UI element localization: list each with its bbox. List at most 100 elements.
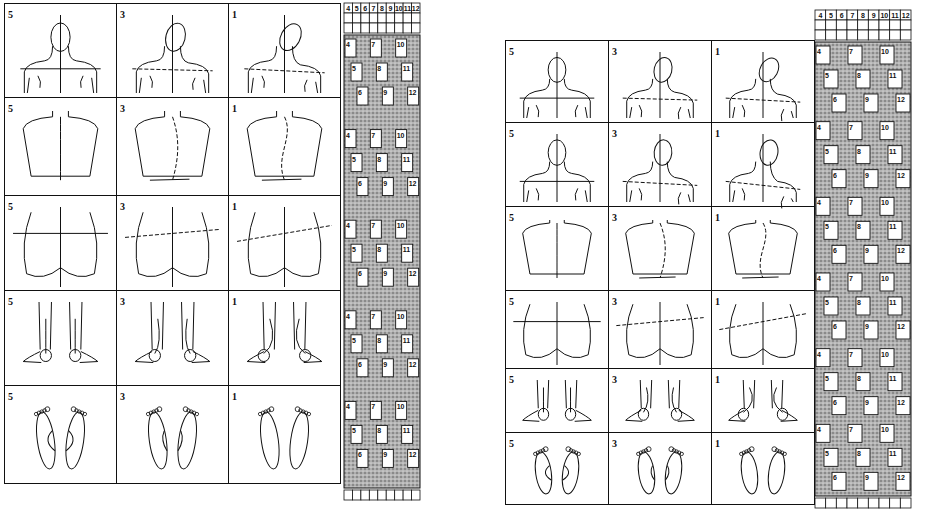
strip-cell	[900, 20, 911, 30]
scale-number: 9	[865, 473, 869, 482]
figure	[532, 446, 582, 494]
strip-cell	[352, 3, 360, 13]
tally-box	[382, 359, 393, 377]
scale-number: 4	[817, 425, 821, 434]
rating-cell: 1	[228, 385, 341, 484]
heel-outline	[738, 408, 748, 420]
strip-cell	[403, 490, 411, 500]
score-number: 1	[229, 390, 237, 402]
score-number: 3	[609, 127, 617, 139]
rating-cell: 5	[4, 3, 117, 98]
posture-figures	[13, 15, 807, 495]
scale-number: 6	[358, 179, 362, 188]
level-line	[623, 181, 698, 185]
toe-outline	[195, 412, 199, 416]
strip-cell	[900, 498, 911, 508]
scale-number: 6	[836, 11, 847, 20]
score-number: 1	[712, 295, 720, 307]
rating-cell: 3	[116, 97, 229, 196]
leg-outline	[640, 380, 651, 408]
scale-number: 7	[371, 312, 375, 321]
tally-box	[816, 122, 830, 140]
head-outline	[651, 56, 674, 84]
tally-box	[351, 154, 362, 172]
strip-cell	[369, 13, 377, 23]
scale-number: 8	[857, 147, 861, 156]
score-number: 3	[117, 102, 125, 114]
heel-outline	[149, 350, 160, 362]
plumb-line	[660, 302, 661, 365]
score-number: 1	[712, 45, 720, 57]
tally-box	[402, 335, 413, 353]
score-number: 5	[506, 211, 514, 223]
strip-cell	[378, 13, 386, 23]
strip-cell	[369, 23, 377, 33]
plumb-line	[660, 52, 661, 118]
tally-box	[824, 70, 838, 88]
score-number: 5	[506, 373, 514, 385]
scapula-line	[262, 76, 307, 92]
scale-number: 7	[371, 131, 375, 140]
tally-box	[370, 401, 381, 419]
torso-outline	[626, 220, 695, 274]
scale-number: 11	[403, 245, 410, 254]
score-number: 3	[609, 373, 617, 385]
tally-box	[848, 122, 862, 140]
rating-cell: 5	[505, 122, 609, 207]
tally-box	[856, 448, 870, 466]
arm-line	[527, 107, 588, 118]
achilles-line	[296, 319, 305, 354]
tally-box	[888, 221, 902, 239]
scale-number: 4	[817, 350, 821, 359]
rating-cell: 5	[4, 385, 117, 484]
tally-box	[864, 397, 878, 415]
strip-cell	[890, 20, 901, 30]
tally-box	[896, 397, 910, 415]
strip-cell	[344, 490, 352, 500]
scale-number: 12	[897, 322, 905, 331]
strip-cell	[361, 23, 369, 33]
scapula-line	[38, 76, 83, 88]
strip-cell	[858, 20, 869, 30]
scale-number: 5	[825, 71, 829, 80]
tally-box	[408, 178, 419, 196]
scale-number: 11	[889, 147, 896, 156]
leg-outline	[294, 302, 306, 350]
scale-number: 12	[412, 4, 420, 13]
strip-cell	[815, 20, 826, 30]
achilles-line	[75, 319, 76, 354]
scale-number: 12	[897, 95, 905, 104]
arch-line	[650, 466, 654, 481]
sole-outline	[33, 411, 58, 470]
tally-box	[345, 311, 356, 329]
strip-cell	[836, 20, 847, 30]
arm-line	[527, 190, 588, 202]
scale-number: 10	[881, 350, 889, 359]
tally-box	[396, 401, 407, 419]
waist-line	[143, 176, 202, 177]
plumb-line	[60, 15, 61, 93]
score-number: 5	[5, 295, 13, 307]
tally-box	[408, 268, 419, 286]
leg-outline	[743, 380, 754, 408]
strip-cell	[847, 498, 858, 508]
scale-number: 4	[346, 131, 350, 140]
achilles-line	[155, 319, 159, 354]
tally-box	[824, 221, 838, 239]
scale-number: 11	[403, 64, 410, 73]
spine-line	[557, 223, 558, 278]
strip-cell	[836, 10, 847, 20]
scale-number: 5	[352, 245, 356, 254]
heel-outline	[40, 350, 51, 362]
strip-cell	[344, 23, 352, 33]
tally-box	[382, 178, 393, 196]
scale-number: 8	[377, 336, 381, 345]
foot-outline	[729, 410, 746, 421]
scale-number: 7	[849, 274, 853, 283]
footprint	[532, 446, 554, 494]
tally-box	[351, 63, 362, 81]
scoring-strips	[344, 3, 911, 508]
leg-outline	[70, 302, 82, 350]
score-number: 5	[5, 8, 13, 20]
tally-box	[896, 245, 910, 263]
